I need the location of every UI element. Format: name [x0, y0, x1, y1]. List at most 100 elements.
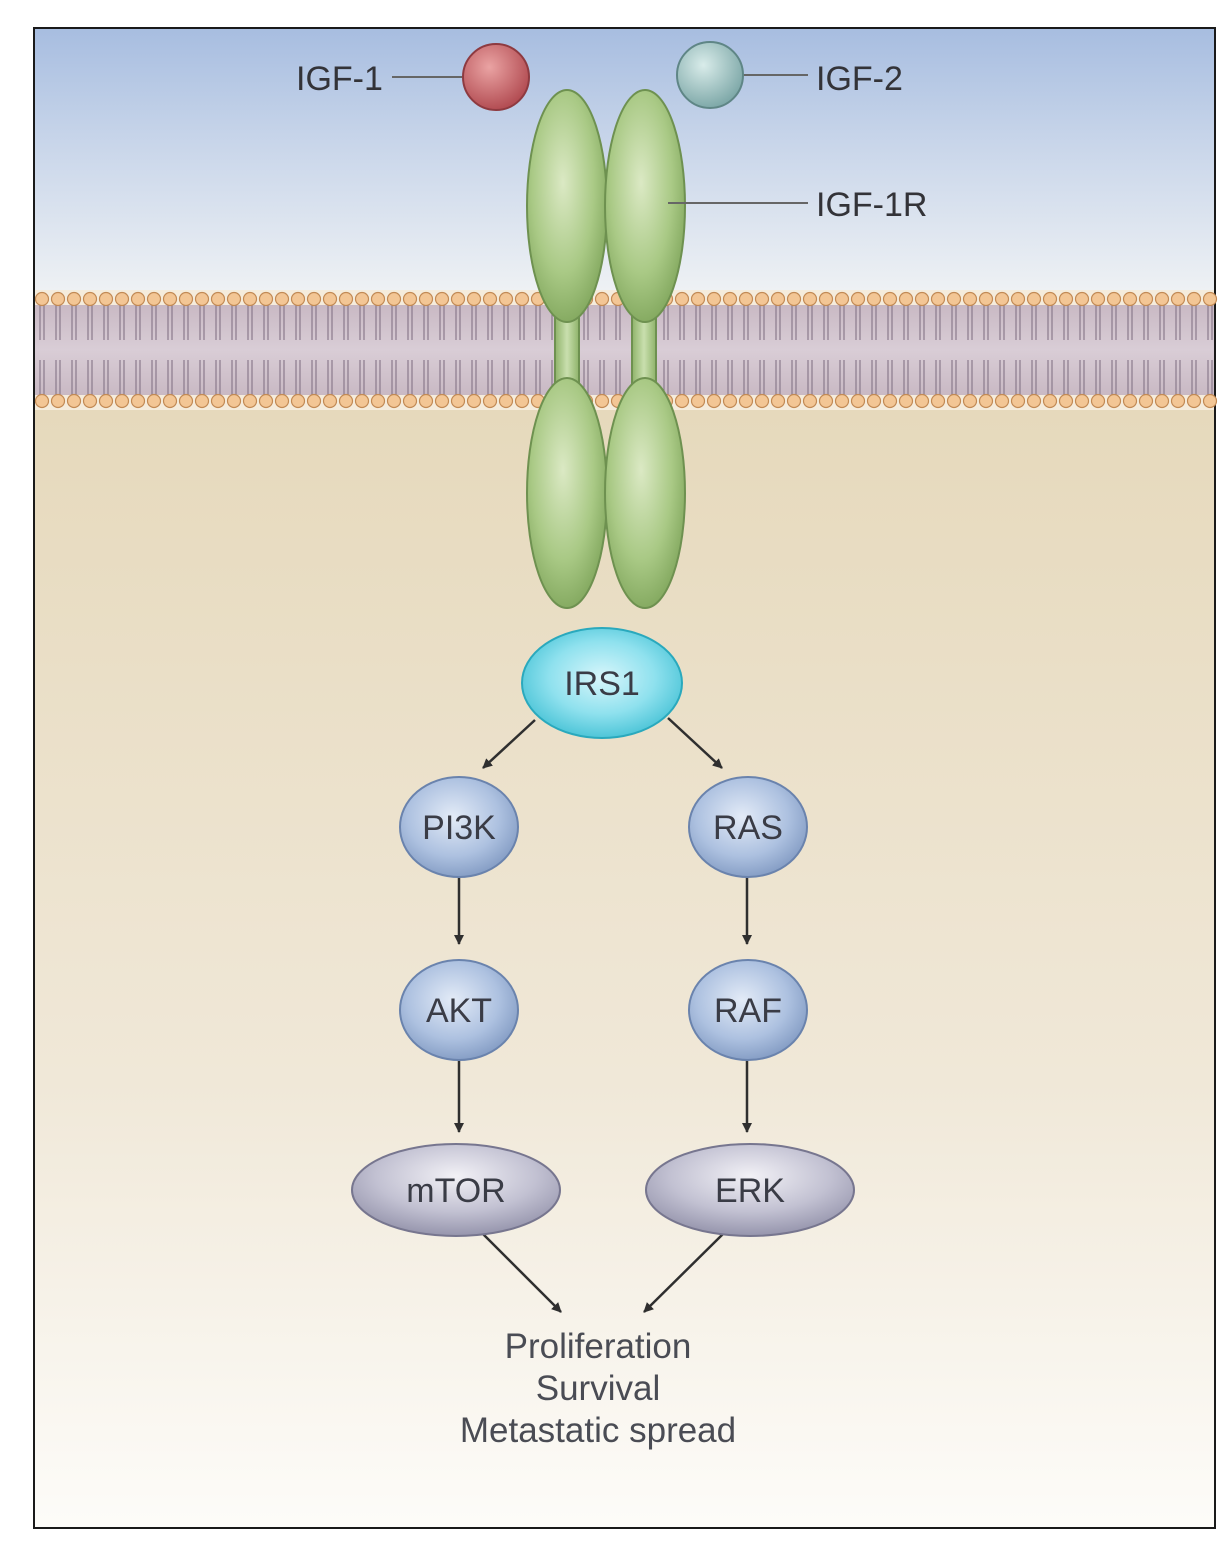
phospholipid-head [290, 291, 306, 307]
phospholipid-head [1154, 291, 1170, 307]
igf1r-receptor [526, 89, 686, 609]
phospholipid-head [930, 291, 946, 307]
phospholipid-head [962, 291, 978, 307]
phospholipid-head [1058, 393, 1074, 409]
phospholipid-head [210, 291, 226, 307]
phospholipid-head [738, 291, 754, 307]
phospholipid-head [98, 393, 114, 409]
phospholipid-head [690, 393, 706, 409]
mtor-shape [351, 1143, 561, 1237]
phospholipid-head [1010, 291, 1026, 307]
phospholipid-head [50, 291, 66, 307]
erk-label: ERK [715, 1172, 785, 1210]
raf-node: RAF [688, 959, 808, 1061]
ras-node: RAS [688, 776, 808, 878]
phospholipid-head [946, 291, 962, 307]
phospholipid-head [354, 393, 370, 409]
phospholipid-head [1106, 393, 1122, 409]
phospholipid-head [418, 291, 434, 307]
phospholipid-head [466, 393, 482, 409]
phospholipid-head [258, 393, 274, 409]
outcome-proliferation: Proliferation [505, 1327, 692, 1366]
phospholipid-head [786, 393, 802, 409]
receptor-extracellular-right [604, 89, 686, 323]
phospholipid-head [882, 393, 898, 409]
phospholipid-head [482, 291, 498, 307]
phospholipid-head [402, 291, 418, 307]
arrow-irs1-to-ras [667, 717, 723, 769]
ras-shape [688, 776, 808, 878]
phospholipid-head [994, 393, 1010, 409]
phospholipid-head [594, 393, 610, 409]
phospholipid-head [194, 291, 210, 307]
phospholipid-head [978, 291, 994, 307]
phospholipid-head [706, 291, 722, 307]
phospholipid-head [1122, 393, 1138, 409]
phospholipid-head [66, 393, 82, 409]
phospholipid-head [242, 291, 258, 307]
phospholipid-head [674, 393, 690, 409]
phospholipid-head [1074, 393, 1090, 409]
phospholipid-head [226, 291, 242, 307]
phospholipid-head [258, 291, 274, 307]
phospholipid-head [1106, 291, 1122, 307]
outcome-metastatic-spread: Metastatic spread [460, 1411, 736, 1450]
phospholipid-head [178, 393, 194, 409]
phospholipid-head [210, 393, 226, 409]
arrow-erk-to-outcomes [643, 1231, 726, 1313]
phospholipid-head [450, 393, 466, 409]
phospholipid-head [66, 291, 82, 307]
phospholipid-head [962, 393, 978, 409]
phospholipid-head [226, 393, 242, 409]
frame-border [33, 27, 1216, 1529]
akt-shape [399, 959, 519, 1061]
receptor-extracellular-left [526, 89, 608, 323]
phospholipid-head [738, 393, 754, 409]
phospholipid-head [1058, 291, 1074, 307]
phospholipid-head [34, 291, 50, 307]
phospholipid-head [418, 393, 434, 409]
phospholipid-head [1202, 393, 1218, 409]
phospholipid-head [1186, 291, 1202, 307]
phospholipid-head [850, 393, 866, 409]
phospholipid-head [866, 393, 882, 409]
mtor-label: mTOR [406, 1172, 505, 1210]
pi3k-node: PI3K [399, 776, 519, 878]
pi3k-label: PI3K [422, 809, 496, 847]
lipid-tails [35, 305, 1214, 395]
phospholipid-head [434, 393, 450, 409]
phospholipid-head [1026, 393, 1042, 409]
phospholipid-head [850, 291, 866, 307]
irs1-shape [521, 627, 683, 739]
phospholipid-head [818, 393, 834, 409]
phospholipid-head [1186, 393, 1202, 409]
phospholipid-head [866, 291, 882, 307]
phospholipid-head [1042, 393, 1058, 409]
phospholipid-head [674, 291, 690, 307]
arrow-mtor-to-outcomes [480, 1231, 562, 1313]
akt-label: AKT [426, 992, 492, 1030]
phospholipid-head [786, 291, 802, 307]
outcome-survival: Survival [536, 1369, 660, 1408]
phospholipid-head [130, 393, 146, 409]
phospholipid-head [322, 393, 338, 409]
phospholipid-head [802, 291, 818, 307]
pi3k-shape [399, 776, 519, 878]
phospholipid-head [322, 291, 338, 307]
phospholipid-head [722, 291, 738, 307]
phospholipid-head [386, 393, 402, 409]
phospholipid-head [706, 393, 722, 409]
phospholipid-head [146, 291, 162, 307]
phospholipid-head [770, 291, 786, 307]
phospholipid-head [978, 393, 994, 409]
phospholipid-head [754, 291, 770, 307]
phospholipid-head [306, 393, 322, 409]
phospholipid-head [914, 393, 930, 409]
phospholipid-head [242, 393, 258, 409]
ligands: IGF-1 IGF-2 IGF-1R [296, 41, 927, 224]
phospholipid-head [114, 291, 130, 307]
mtor-node: mTOR [351, 1143, 561, 1237]
phospholipid-head [82, 393, 98, 409]
phospholipid-head [274, 291, 290, 307]
raf-label: RAF [714, 992, 782, 1030]
